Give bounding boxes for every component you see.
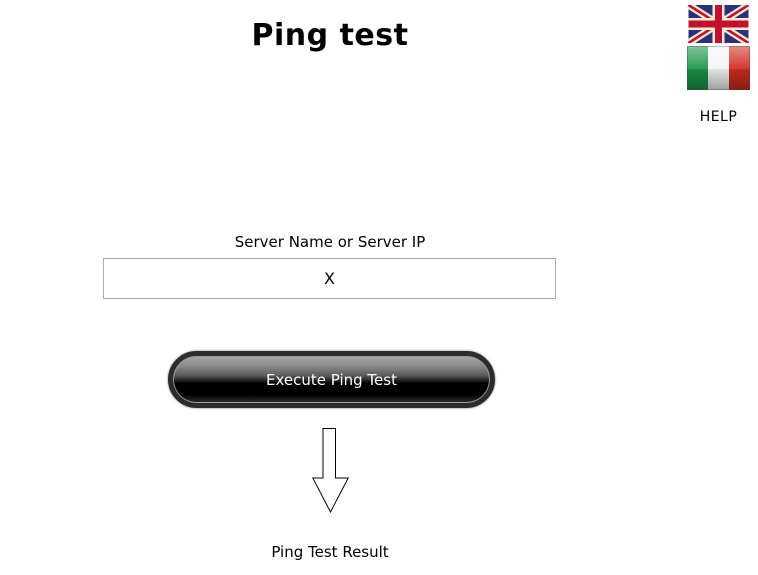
server-input-label: Server Name or Server IP — [234, 233, 426, 251]
language-switcher: HELP — [686, 2, 751, 125]
language-flag-italian[interactable] — [687, 43, 750, 90]
down-arrow-icon — [312, 428, 349, 513]
server-input[interactable] — [103, 258, 556, 299]
help-link[interactable]: HELP — [699, 109, 738, 125]
execute-ping-button-label: Execute Ping Test — [266, 370, 397, 389]
page-title: Ping test — [251, 18, 409, 53]
ping-result-label: Ping Test Result — [271, 543, 389, 561]
language-flag-english[interactable] — [686, 2, 751, 46]
execute-ping-button[interactable]: Execute Ping Test — [168, 351, 495, 408]
union-jack-icon — [686, 2, 751, 46]
italy-flag-icon — [687, 46, 750, 90]
